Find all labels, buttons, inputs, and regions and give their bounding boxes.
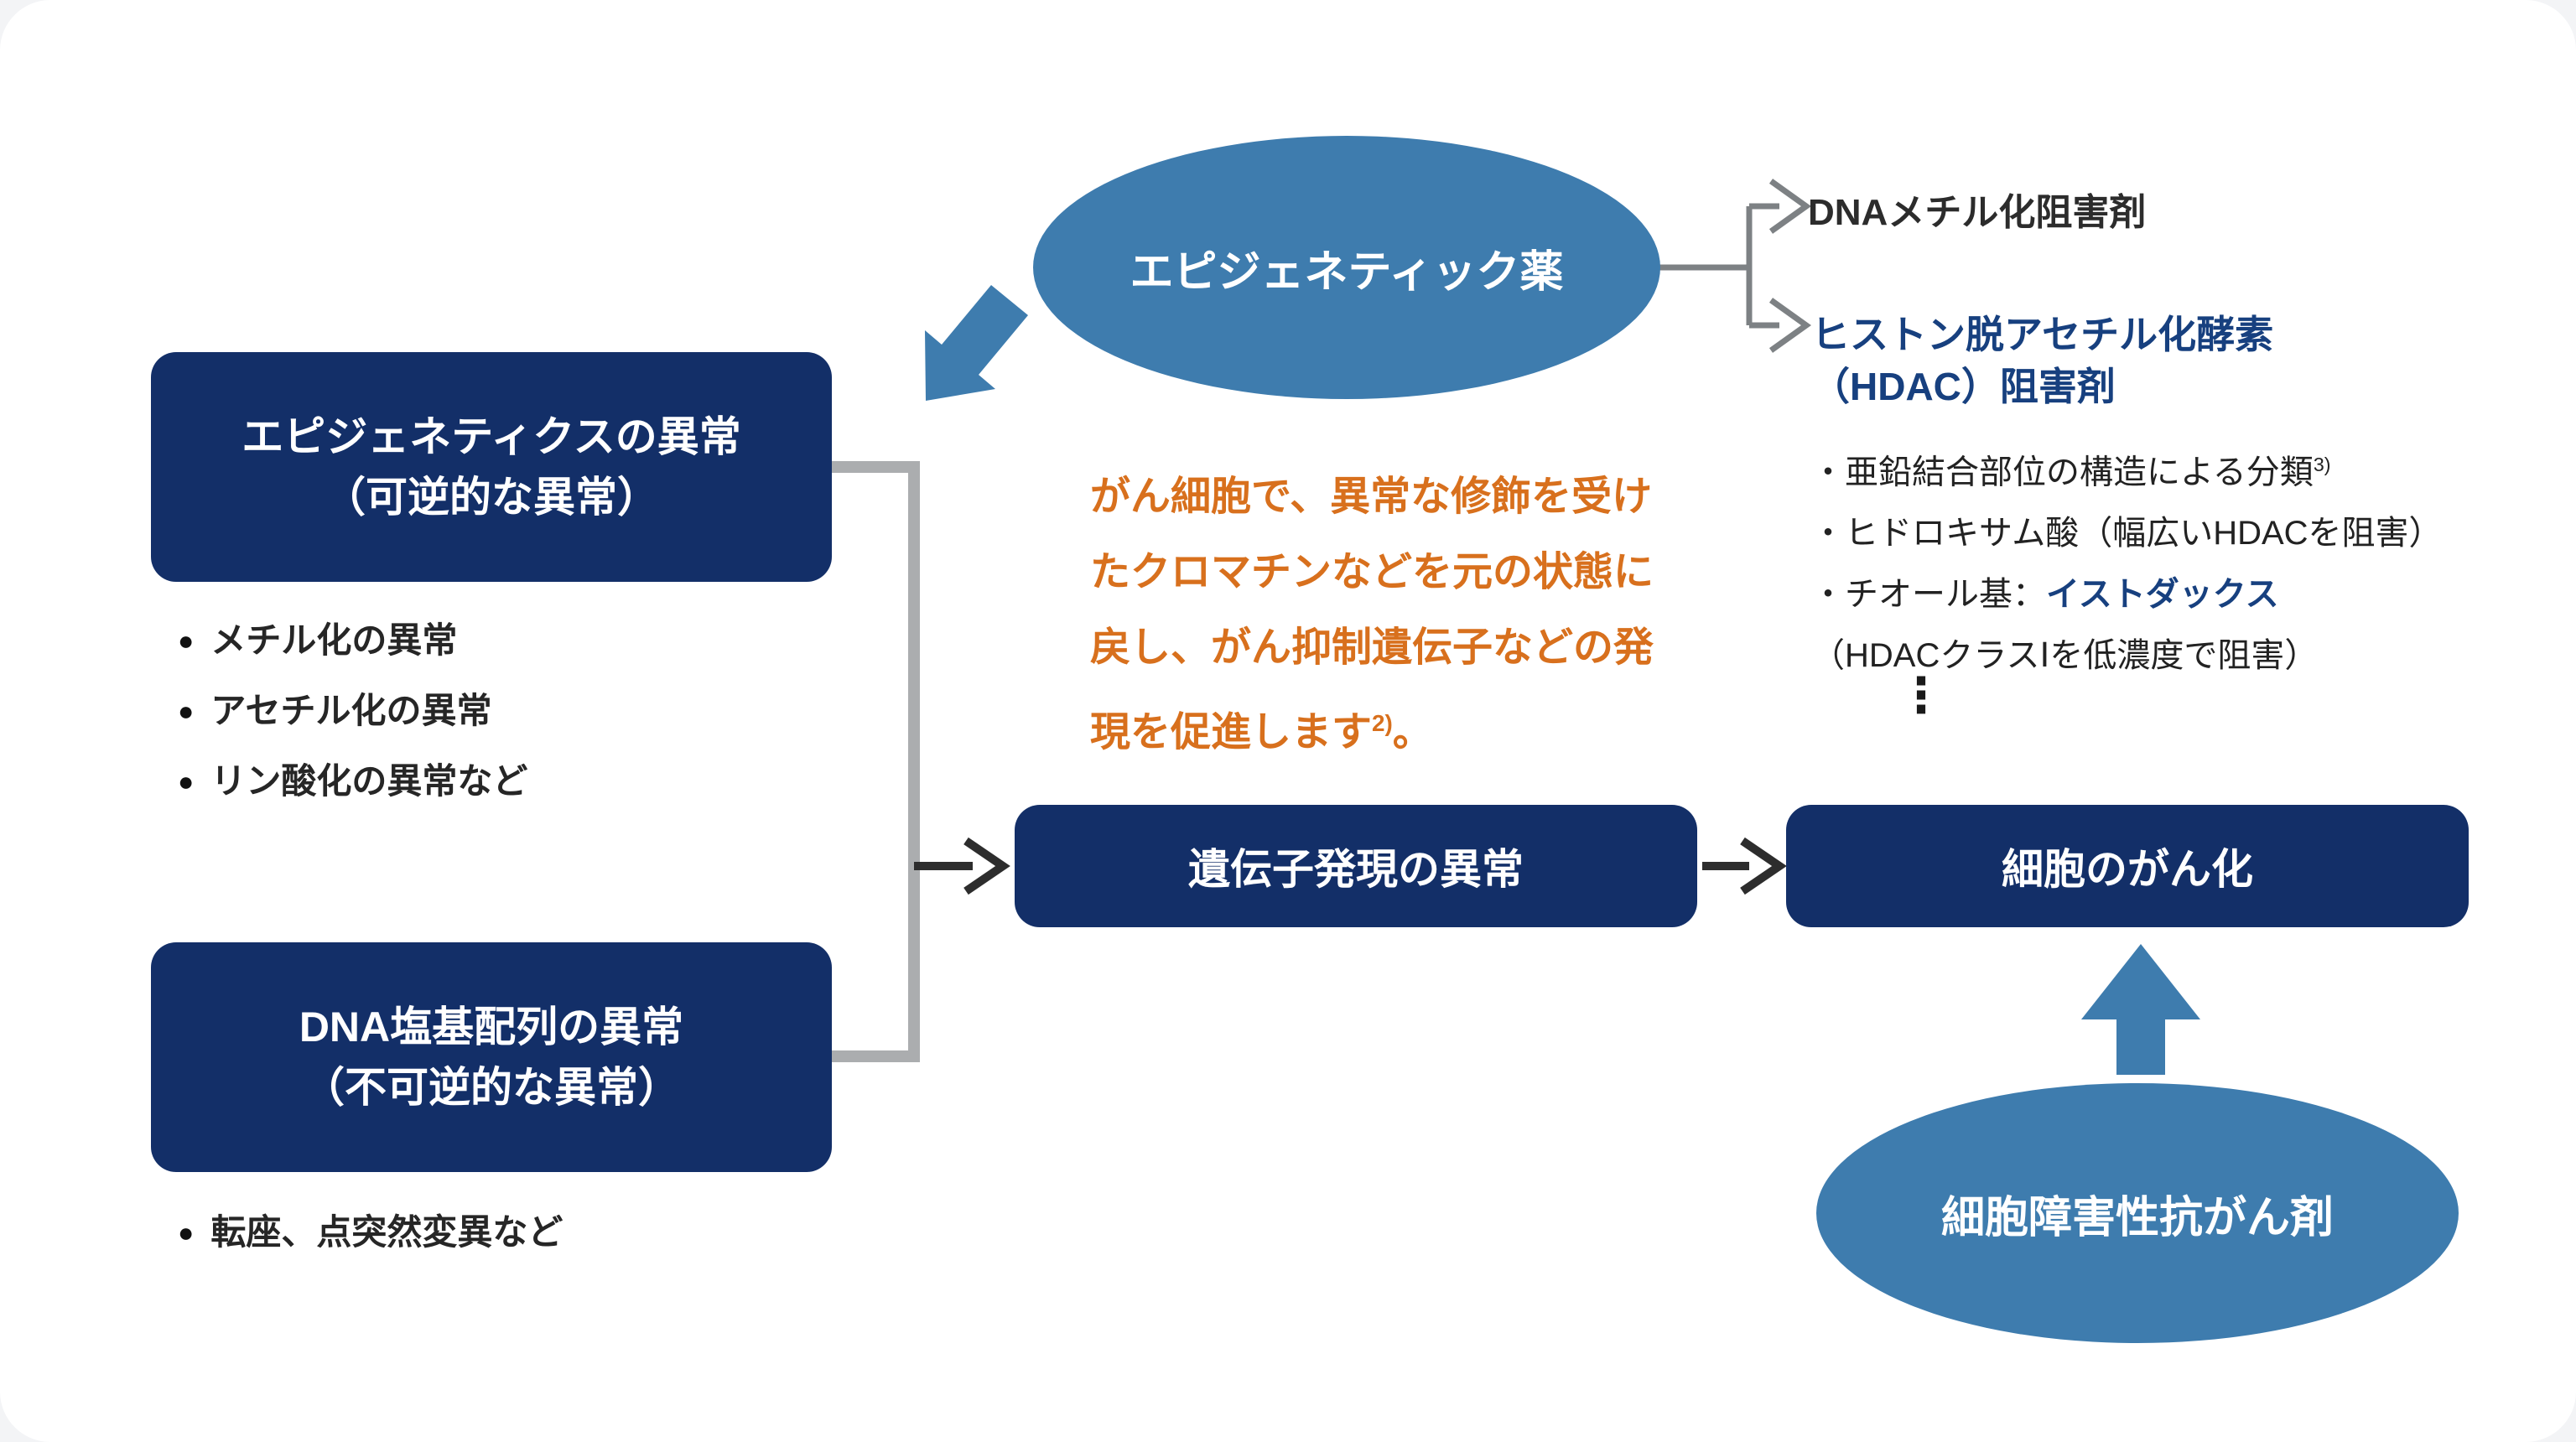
block-arrow-cytotoxic-to-cancer-icon [2081,944,2200,1075]
list-item: ● アセチル化の異常 [178,676,527,746]
arrow-to-dna-methylation-icon [1768,179,1812,234]
dna-methylation-inhibitor-label: DNAメチル化阻害剤 [1808,192,2147,233]
hdac-detail-list: ・亜鉛結合部位の構造による分類3) ・ヒドロキサム酸（幅広いHDACを阻害） ・… [1811,434,2443,687]
list-item: ● 転座、点突然変異など [178,1197,563,1268]
block-arrow-drug-to-epigenetics-icon [925,285,1028,401]
reference-superscript: 2) [1372,710,1393,736]
cytotoxic-drug-ellipse: 細胞障害性抗がん剤 [1816,1083,2459,1343]
dna-sequence-abnormality-line2: （不可逆的な異常） [303,1064,680,1111]
hdac-detail-item: ・ヒドロキサム酸（幅広いHDACを阻害） [1811,515,2443,552]
bracket-right [1657,203,1779,329]
list-item: ● メチル化の異常 [178,605,527,676]
hdac-detail-item: ・チオール基：イストダックス [1811,576,2279,614]
arrow-gene-to-cancer-icon [1740,837,1787,895]
hdac-inhibitor-label: ヒストン脱アセチル化酵素 （HDAC）阻害剤 [1811,309,2273,412]
epigenetic-abnormality-line1: エピジェネティクスの異常 [242,413,741,460]
vertical-ellipsis-icon: ⋮ [1897,668,1945,723]
arrow-to-hdac-icon [1768,298,1812,353]
dna-sequence-abnormality-line1: DNA塩基配列の異常 [299,1004,684,1050]
epigenetic-drug-ellipse: エピジェネティック薬 [1033,136,1660,399]
hdac-detail-item: （HDACクラスⅠを低濃度で阻害） [1811,637,2319,675]
arrow-to-gene-expression-icon [963,837,1010,895]
hdac-detail-item: ・亜鉛結合部位の構造による分類3) [1811,454,2331,491]
bullet-icon: ● [178,766,195,796]
epigenetic-abnormality-line2: （可逆的な異常） [324,474,659,521]
epigenetic-bullet-list: ● メチル化の異常 ● アセチル化の異常 ● リン酸化の異常など [178,605,527,817]
bullet-icon: ● [178,1217,195,1247]
gene-expression-abnormality-box: 遺伝子発現の異常 [1015,805,1697,927]
bullet-icon: ● [178,696,195,726]
cytotoxic-drug-label: 細胞障害性抗がん剤 [1940,1193,2334,1242]
hdac-inhibitor-line1: ヒストン脱アセチル化酵素 [1811,313,2274,356]
reference-superscript: 3) [2313,454,2331,475]
cell-canceration-box: 細胞のがん化 [1786,805,2469,927]
mechanism-description: がん細胞で、異常な修飾を受けたクロマチンなどを元の状態に戻し、がん抑制遺伝子など… [1090,475,1654,755]
hdac-inhibitor-line2: （HDAC）阻害剤 [1811,365,2116,408]
istodax-highlight: イストダックス [2046,576,2279,614]
dna-sequence-abnormality-box: DNA塩基配列の異常 （不可逆的な異常） [151,942,832,1172]
epigenetic-drug-label: エピジェネティック薬 [1130,247,1564,297]
epigenetic-abnormality-box: エピジェネティクスの異常 （可逆的な異常） [151,352,832,582]
list-item: ● リン酸化の異常など [178,746,527,817]
bullet-icon: ● [178,625,195,656]
dna-bullet-list: ● 転座、点突然変異など [178,1197,563,1268]
bracket-left [832,461,920,1062]
